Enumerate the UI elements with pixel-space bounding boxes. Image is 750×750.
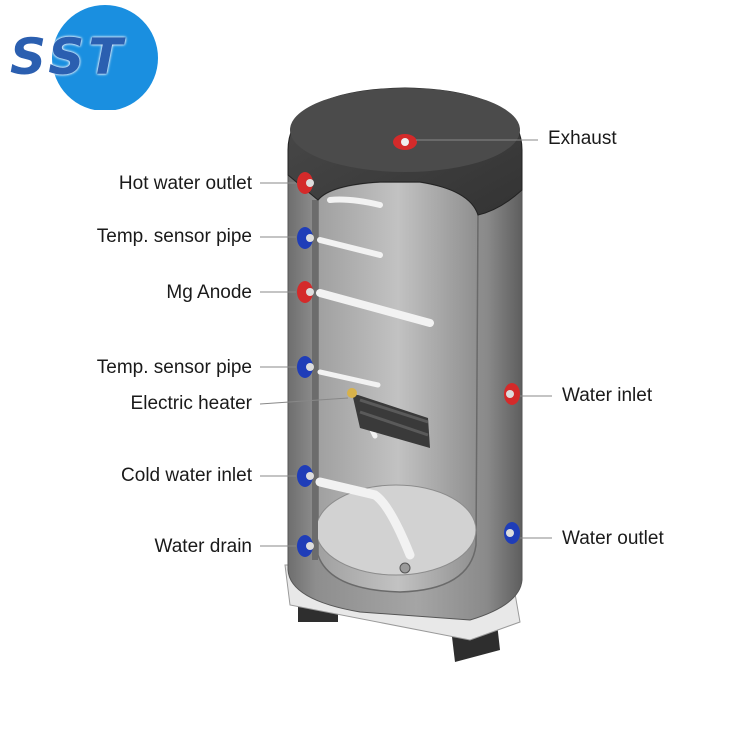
label-temp-sensor-pipe-2: Temp. sensor pipe [96, 357, 252, 378]
internal-pipes [315, 196, 434, 560]
temp-sensor-port-2 [297, 356, 314, 378]
label-mg-anode: Mg Anode [166, 282, 252, 303]
temp-sensor-port-1 [297, 227, 314, 249]
electric-heater-element [347, 388, 430, 448]
logo-text: SST [10, 28, 127, 86]
water-outlet-port [504, 522, 520, 544]
drain-plug [399, 562, 411, 574]
label-water-outlet: Water outlet [562, 528, 664, 549]
label-temp-sensor-pipe-1: Temp. sensor pipe [96, 226, 252, 247]
water-drain-port [297, 535, 314, 557]
logo-circle [52, 5, 158, 110]
exhaust-port [393, 134, 417, 150]
mg-anode-port [297, 281, 314, 303]
label-hot-water-outlet: Hot water outlet [118, 173, 252, 194]
hot-water-outlet-port [297, 172, 314, 194]
water-inlet-port [504, 383, 520, 405]
label-electric-heater: Electric heater [130, 393, 252, 414]
cold-water-inlet-port [297, 465, 314, 487]
label-exhaust: Exhaust [548, 128, 617, 149]
leader-lines [259, 139, 552, 547]
brand-logo [52, 5, 158, 110]
label-cold-water-inlet: Cold water inlet [121, 465, 252, 486]
label-water-drain: Water drain [154, 536, 253, 557]
label-water-inlet: Water inlet [562, 385, 653, 406]
